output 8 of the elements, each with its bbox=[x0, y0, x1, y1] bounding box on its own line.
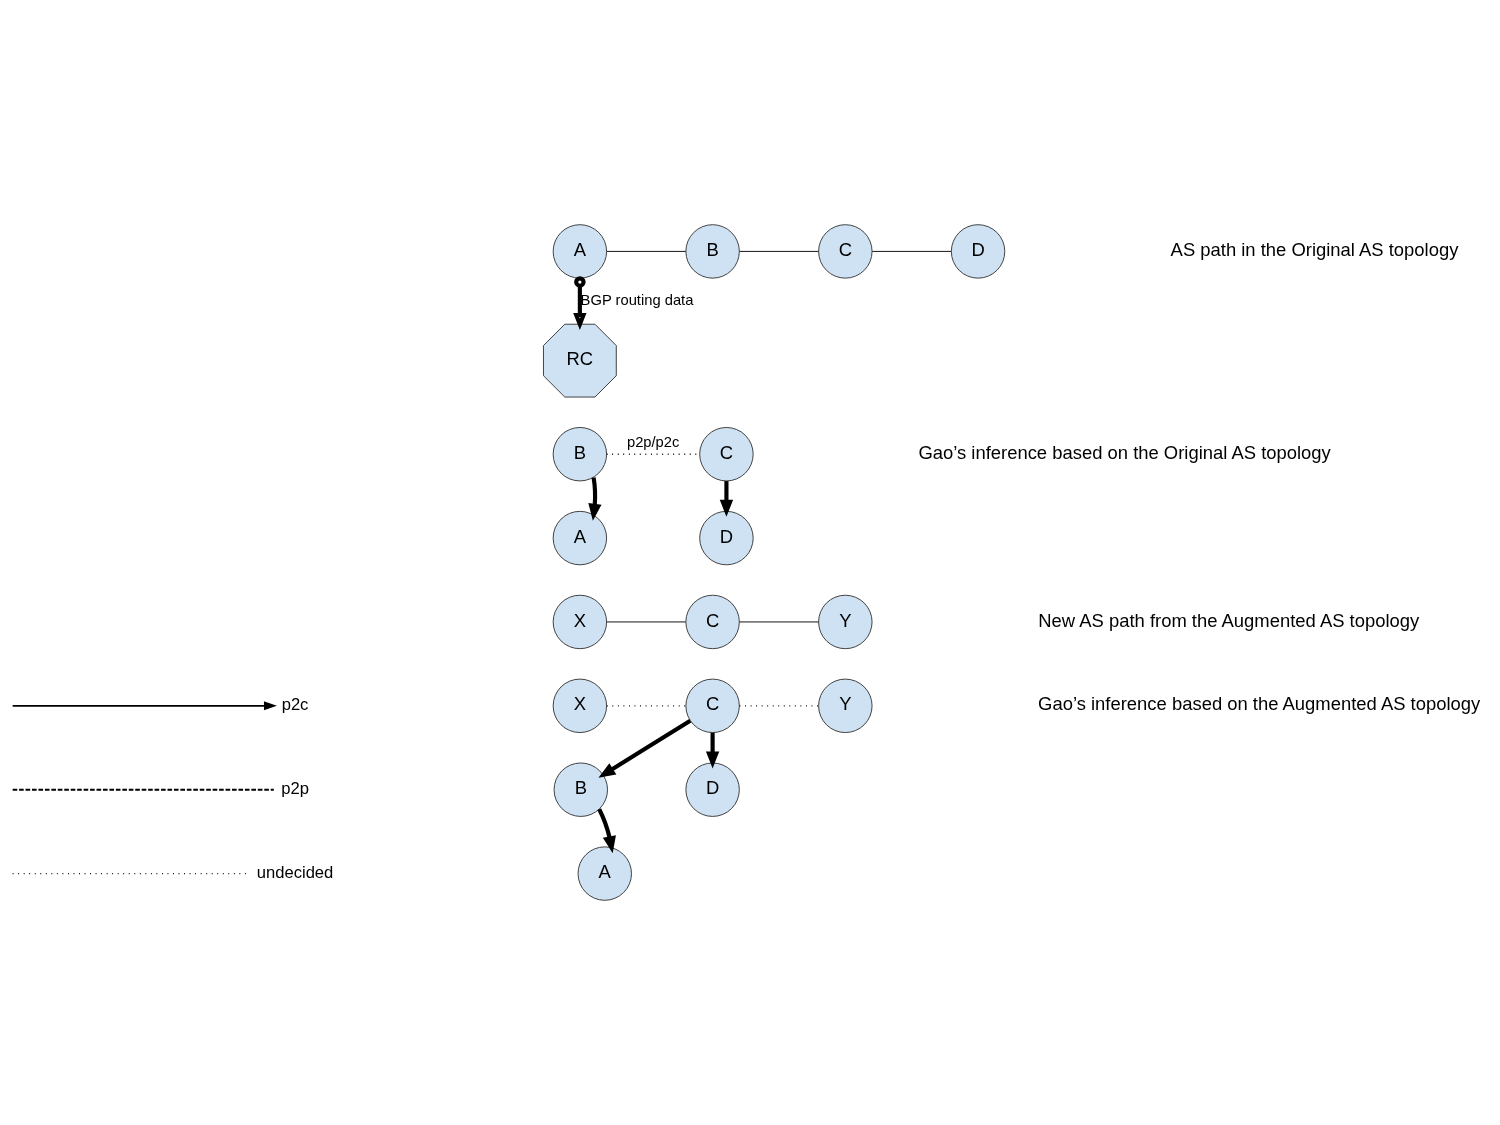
label: AS path in the Original AS topology bbox=[1170, 239, 1459, 261]
label: Gao’s inference based on the Augmented AS topology bbox=[1038, 693, 1481, 715]
legend-label: p2p bbox=[281, 778, 309, 798]
legend-label: p2c bbox=[281, 694, 309, 714]
edge-label: p2p/p2c bbox=[626, 433, 680, 450]
legend-label: undecided bbox=[256, 862, 334, 882]
label: Gao’s inference based on the Original AS topology bbox=[918, 441, 1331, 463]
label: New AS path from the Augmented AS topology bbox=[1038, 609, 1420, 631]
